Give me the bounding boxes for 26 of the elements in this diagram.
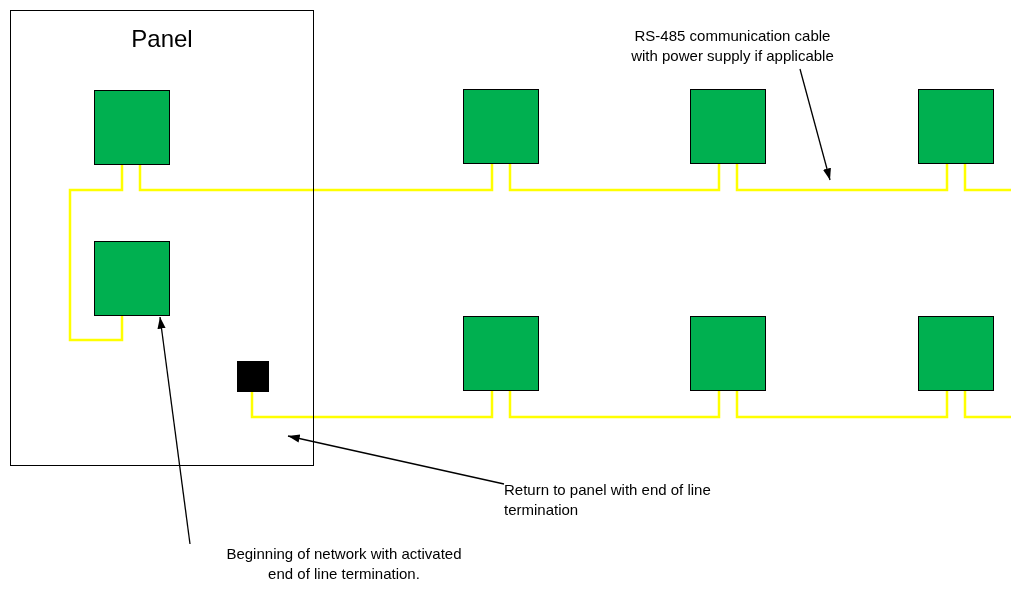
panel-frame bbox=[10, 10, 314, 466]
cable bbox=[963, 164, 1011, 192]
module-box bbox=[463, 89, 539, 164]
cable bbox=[963, 391, 1011, 419]
panel-title: Panel bbox=[131, 25, 193, 53]
module-box bbox=[463, 316, 539, 391]
module-box bbox=[690, 89, 766, 164]
cable bbox=[735, 164, 949, 192]
cable bbox=[508, 391, 721, 419]
callout-note: Beginning of network with activated end of line termination. bbox=[222, 544, 466, 586]
callout-note: RS-485 communication cable with power supply if applicable bbox=[620, 26, 845, 68]
cable bbox=[250, 391, 494, 419]
module-box bbox=[94, 90, 170, 165]
leader-line bbox=[799, 68, 831, 181]
leader-line bbox=[157, 316, 191, 545]
cable bbox=[68, 164, 124, 342]
module-box bbox=[690, 316, 766, 391]
cable bbox=[508, 164, 721, 192]
leader-line bbox=[287, 434, 505, 485]
module-box bbox=[94, 241, 170, 316]
cable bbox=[735, 391, 949, 419]
terminator-block bbox=[237, 361, 269, 392]
callout-note: Return to panel with end of line termination bbox=[504, 480, 766, 522]
module-box bbox=[918, 89, 994, 164]
cable bbox=[138, 164, 494, 192]
module-box bbox=[918, 316, 994, 391]
